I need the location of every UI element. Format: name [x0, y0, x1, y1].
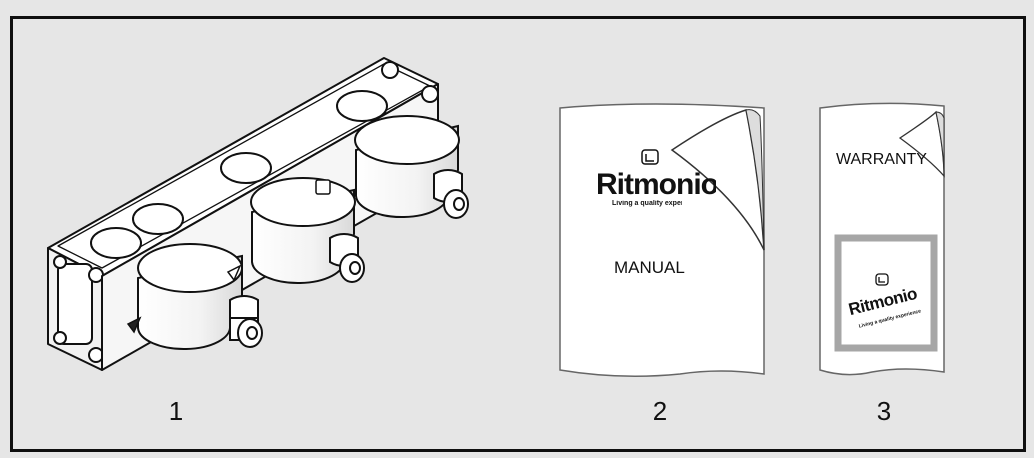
warranty-sheet [819, 102, 945, 376]
logo-mark-icon [641, 149, 659, 165]
manual-sheet [559, 103, 765, 377]
cartridge-left [137, 243, 263, 350]
item-number-1: 1 [168, 396, 184, 426]
logo-mark-icon [875, 273, 889, 286]
warranty-title: WARRANTY [836, 151, 927, 168]
cartridge-middle [250, 177, 365, 284]
manual-brand: Ritmonio [596, 168, 716, 201]
body-markings [126, 179, 331, 334]
warranty-stamp [834, 234, 938, 352]
manual-slogan: Living a quality experience [612, 200, 682, 207]
manual-title: MANUAL [614, 258, 685, 277]
cartridge-right [354, 115, 469, 219]
item-number-3: 3 [876, 396, 892, 426]
item-number-2: 2 [652, 396, 668, 426]
